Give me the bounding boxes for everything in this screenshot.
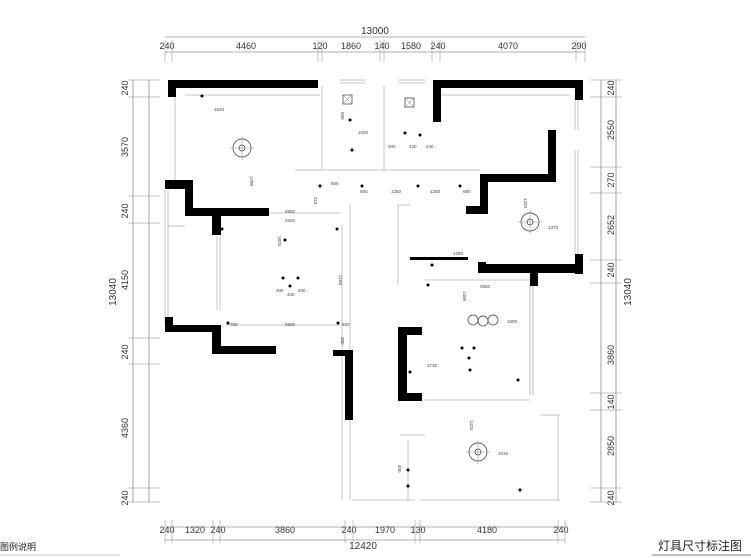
ceiling-lights <box>200 94 542 492</box>
right-dim-7: 140 <box>606 394 616 409</box>
bottom-dim-2: 1320 <box>185 525 205 535</box>
right-dim-1: 240 <box>606 80 616 95</box>
annotation-label: 1515 <box>498 451 509 456</box>
bottom-total-dimension: 12420 <box>349 541 377 552</box>
bottom-dim-5: 240 <box>341 525 356 535</box>
left-dim-3: 240 <box>120 203 130 218</box>
annotation-label: 2150 <box>338 275 343 286</box>
bottom-dim-8: 4180 <box>477 525 497 535</box>
annotation-label: 2600 <box>285 218 296 223</box>
bottom-dim-9: 240 <box>553 525 568 535</box>
light-group-label: 400 <box>276 288 284 293</box>
top-dimension-chain: 13000 240 4460 120 1860 140 1580 240 407… <box>159 26 587 62</box>
annotation-label: 660 <box>331 181 339 186</box>
bottom-dim-3: 240 <box>210 525 225 535</box>
annotation-label: 1735 <box>427 363 438 368</box>
top-dim-5: 140 <box>374 41 389 51</box>
annotation-label: 1400 <box>462 291 467 302</box>
left-dim-5: 240 <box>120 344 130 359</box>
bottom-dim-4: 3860 <box>275 525 295 535</box>
top-dim-7: 240 <box>430 41 445 51</box>
exhaust-fan-icon <box>342 94 415 108</box>
annotation-label: 1425 <box>469 420 474 431</box>
left-dim-2: 3570 <box>120 137 130 157</box>
top-dim-4: 1860 <box>341 41 361 51</box>
top-dim-8: 4070 <box>498 41 518 51</box>
right-dim-6: 3860 <box>606 345 616 365</box>
annotation-label: 1825 <box>277 236 282 247</box>
walls <box>165 80 583 420</box>
right-dim-3: 270 <box>606 172 616 187</box>
top-total-dimension: 13000 <box>361 26 389 37</box>
annotation-labels: 1520 1780 2600 2600 700 500 2600 1825 21… <box>214 107 559 473</box>
right-dim-2: 2550 <box>606 120 616 140</box>
drawing-title: 灯具尺寸标注图 <box>658 538 742 553</box>
spotlight-group-icon <box>467 314 499 327</box>
top-dim-6: 1580 <box>401 41 421 51</box>
top-dim-1: 240 <box>159 41 174 51</box>
bottom-dim-1: 240 <box>159 525 174 535</box>
right-dim-5: 240 <box>606 262 616 277</box>
annotation-label: 1030 <box>358 130 369 135</box>
bottom-dim-7: 130 <box>410 525 425 535</box>
annotation-label: 2660 <box>480 284 491 289</box>
lower-room-pendant-icon <box>466 440 490 464</box>
annotation-label: 2600 <box>285 322 296 327</box>
light-group-label: 400 <box>298 288 306 293</box>
bottom-dimension-chain: 240 1320 240 3860 240 1970 130 4180 240 … <box>159 520 569 552</box>
annotation-label: 700 <box>230 322 238 327</box>
annotation-label: 680 <box>463 189 471 194</box>
left-dim-7: 240 <box>120 490 130 505</box>
annotation-label: 300 <box>388 144 396 149</box>
right-total-dimension: 13040 <box>623 278 634 306</box>
annotation-label: 580 <box>340 112 345 120</box>
downlight-icon <box>200 94 522 492</box>
top-dim-2: 4460 <box>236 41 256 51</box>
annotation-label: 1250 <box>430 189 441 194</box>
left-dim-6: 4360 <box>120 418 130 438</box>
annotation-label: 1290 <box>453 251 464 256</box>
interior-lines <box>164 79 579 501</box>
legend-label: 图例说明 <box>0 541 36 552</box>
left-dim-1: 240 <box>120 80 130 95</box>
top-dim-3: 120 <box>312 41 327 51</box>
annotation-label: 1370 <box>548 225 559 230</box>
annotation-label: 400 <box>397 465 402 473</box>
annotation-label: 1520 <box>214 107 225 112</box>
bottom-dim-6: 1970 <box>375 525 395 535</box>
right-dim-8: 2850 <box>606 436 616 456</box>
annotation-label: 1320 <box>523 198 528 209</box>
light-group-label: 400 <box>287 292 295 297</box>
top-dim-9: 290 <box>571 41 586 51</box>
annotation-label: 2600 <box>285 209 296 214</box>
footer: 图例说明 灯具尺寸标注图 <box>0 538 751 556</box>
right-bedroom-pendant-icon <box>518 210 542 234</box>
bedroom-pendant-icon <box>230 136 254 160</box>
annotation-label: 1250 <box>391 189 402 194</box>
annotation-label: 300 <box>340 337 345 345</box>
annotation-label: 1000 <box>507 319 518 324</box>
annotation-label: 440 <box>426 144 434 149</box>
right-dim-9: 240 <box>606 490 616 505</box>
left-dim-4: 4150 <box>120 270 130 290</box>
left-total-dimension: 13040 <box>108 278 119 306</box>
annotation-label: 1780 <box>249 176 254 187</box>
annotation-label: 500 <box>342 322 350 327</box>
right-dimension-chain: 240 2550 270 2652 240 3860 140 2850 240 … <box>590 79 634 506</box>
left-dimension-chain: 240 3570 240 4150 240 4360 240 13040 <box>108 79 160 506</box>
right-dim-4: 2652 <box>606 215 616 235</box>
annotation-label: 680 <box>360 189 368 194</box>
annotation-label: 315 <box>313 197 318 205</box>
annotation-label: 420 <box>409 144 417 149</box>
